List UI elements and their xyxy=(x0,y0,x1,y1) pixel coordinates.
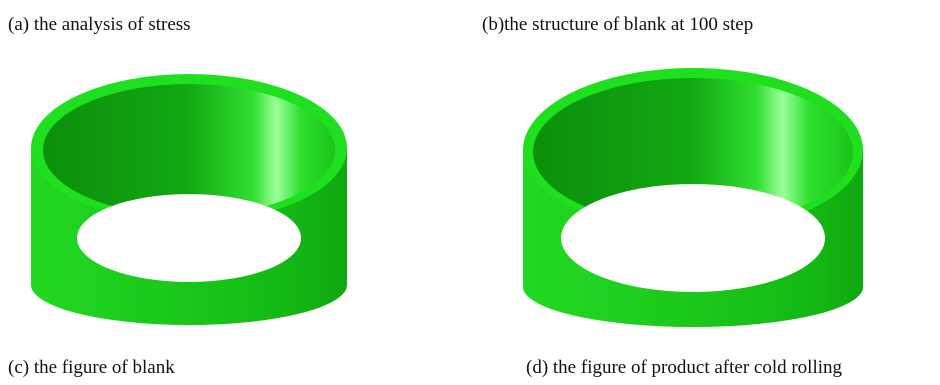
ring-blank-image xyxy=(31,74,347,325)
ring-product-image xyxy=(523,68,863,327)
caption-c: (c) the figure of blank xyxy=(8,357,175,378)
caption-d: (d) the figure of product after cold rol… xyxy=(526,357,843,378)
caption-b: (b)the structure of blank at 100 step xyxy=(482,14,754,35)
caption-a: (a) the analysis of stress xyxy=(8,14,191,35)
